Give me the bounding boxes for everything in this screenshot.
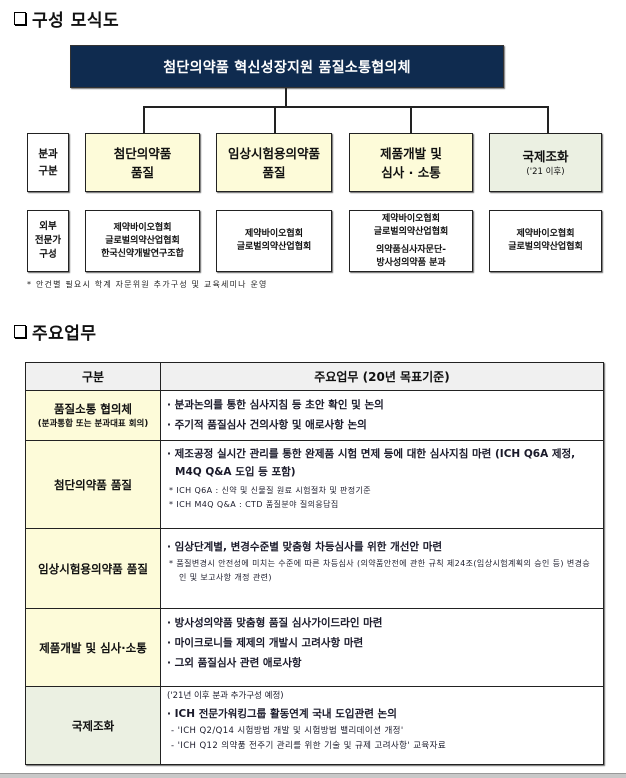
row-category: 임상시험용의약품 품질 [25, 528, 161, 609]
category-product-dev: 제품개발 및 심사 · 소통 [349, 133, 473, 192]
task-item: · 마이크로니들 제제의 개발시 고려사항 마련 [167, 637, 364, 649]
row-category: 국제조화 [25, 686, 161, 765]
table-row: 제품개발 및 심사·소통 · 방사성의약품 맞춤형 품질 심사가이드라인 마련 … [25, 608, 604, 687]
task-item: · 주기적 품질심사 건의사항 및 애로사항 논의 [167, 419, 367, 431]
category-text: 제품개발 및 심사·소통 [39, 640, 147, 655]
org-line: 글로벌의약산업협회 [373, 226, 449, 237]
connector-drop-4 [547, 106, 549, 133]
category-advanced-pharma: 첨단의약품 품질 [85, 133, 200, 192]
task-footnote: * ICH Q6A : 신약 및 신물질 원료 시험절차 및 판정기준 [169, 486, 372, 495]
category-clinical-trial: 임상시험용의약품 품질 [216, 133, 332, 192]
org-line: 제약바이오협회 [382, 213, 440, 224]
category-text: 국제조화 [71, 718, 115, 733]
row-tasks: · 분과논의를 통한 심사지침 등 초안 확인 및 논의 · 주기적 품질심사 … [160, 390, 604, 441]
row-tasks: · 제조공정 실시간 관리를 통한 완제품 시험 면제 등에 대한 심사지침 마… [160, 440, 604, 529]
section-title-text: 주요업무 [32, 324, 97, 344]
connector-drop-1 [143, 106, 145, 133]
task-item: · 임상단계별, 변경수준별 맞춤형 차등심사를 위한 개선안 마련 [167, 541, 443, 553]
section-title-structure: 구성 모식도 [14, 6, 119, 31]
org-line: 글로벌의약산업협회 [236, 242, 312, 252]
table-row: 품질소통 협의체 (분과통합 또는 분과대표 회의) · 분과논의를 통한 심사… [25, 390, 604, 441]
row-category: 제품개발 및 심사·소통 [25, 608, 161, 687]
header-tasks: 주요업무 (20년 목표기준) [160, 362, 604, 391]
org-box-3: 제약바이오협회 글로벌의약산업협회 의약품심사자문단- 방사성의약품 분과 [349, 210, 473, 272]
label-line: 구성 [39, 249, 57, 260]
table-row: 첨단의약품 품질 · 제조공정 실시간 관리를 통한 완제품 시험 면제 등에 … [25, 440, 604, 529]
category-line: 심사 · 소통 [381, 164, 441, 180]
row-tasks: ('21년 이후 분과 추가구성 예정) · ICH 전문가워킹그룹 활동연계 … [160, 686, 604, 765]
checkbox-square-icon [14, 325, 26, 338]
section-title-tasks: 주요업무 [14, 319, 97, 344]
task-subitem: - 'ICH Q2/Q14 시험방법 개발 및 시험방법 밸리데이션 개정' [171, 726, 404, 736]
row-category: 첨단의약품 품질 [25, 440, 161, 529]
category-line: 품질 [262, 164, 286, 180]
category-text: 첨단의약품 품질 [53, 477, 133, 492]
org-line: 제약바이오협회 [516, 229, 575, 239]
org-line: 글로벌의약산업협회 [508, 242, 583, 252]
task-prenote: ('21년 이후 분과 추가구성 예정) [167, 691, 284, 701]
council-title: 첨단의약품 혁신성장지원 품질소통협의체 [163, 59, 411, 76]
org-box-4: 제약바이오협회 글로벌의약산업협회 [489, 210, 602, 272]
tasks-table: 구분 주요업무 (20년 목표기준) 품질소통 협의체 (분과통합 또는 분과대… [25, 362, 604, 765]
org-line: 글로벌의약산업협회 [105, 235, 180, 246]
task-footnote: * ICH M4Q Q&A : CTD 품질분야 질의응답집 [169, 500, 339, 509]
table-row: 국제조화 ('21년 이후 분과 추가구성 예정) · ICH 전문가워킹그룹 … [25, 686, 604, 765]
table-row: 임상시험용의약품 품질 · 임상단계별, 변경수준별 맞춤형 차등심사를 위한 … [25, 528, 604, 609]
section-title-text: 구성 모식도 [32, 11, 120, 31]
connector-horizontal [143, 106, 548, 108]
structure-footnote: * 안건별 필요시 학계 자문위원 추가구성 및 교육세미나 운영 [27, 280, 268, 289]
category-text: 품질소통 협의체 [53, 401, 133, 416]
task-subitem: - 'ICH Q12 의약품 전주기 관리를 위한 기술 및 규제 고려사항' … [171, 741, 447, 751]
org-line: 제약바이오협회 [245, 229, 303, 239]
category-line: 품질 [130, 164, 154, 180]
category-line: 임상시험용의약품 [227, 145, 320, 161]
org-box-1: 제약바이오협회 글로벌의약산업협회 한국신약개발연구조합 [85, 210, 200, 272]
category-text: 임상시험용의약품 품질 [38, 561, 148, 576]
org-line: 제약바이오협회 [113, 222, 172, 233]
category-subtext: (분과통합 또는 분과대표 회의) [37, 418, 149, 429]
task-footnote: * 품질변경시 안전성에 미치는 수준에 따른 차등심사 (의약품안전에 관한 … [169, 559, 591, 582]
task-item: · 제조공정 실시간 관리를 통한 완제품 시험 면제 등에 대한 심사지침 마… [167, 448, 576, 478]
category-international: 국제조화 ('21 이후) [489, 133, 602, 192]
org-box-2: 제약바이오협회 글로벌의약산업협회 [216, 210, 332, 272]
row-tasks: · 임상단계별, 변경수준별 맞춤형 차등심사를 위한 개선안 마련 * 품질변… [160, 528, 604, 609]
header-category: 구분 [25, 362, 161, 391]
category-label-box: 분과 구분 [27, 133, 69, 192]
category-sub: ('21 이후) [526, 167, 565, 177]
org-line: 한국신약개발연구조합 [101, 248, 184, 259]
task-item: · 분과논의를 통한 심사지침 등 초안 확인 및 논의 [167, 399, 384, 411]
category-line: 첨단의약품 [113, 145, 172, 161]
task-item: · 그외 품질심사 관련 애로사항 [167, 657, 302, 669]
label-line: 전문가 [34, 235, 62, 246]
row-category: 품질소통 협의체 (분과통합 또는 분과대표 회의) [25, 390, 161, 441]
page-bottom-divider [0, 773, 626, 778]
label-line: 외부 [39, 221, 57, 232]
label-line: 구분 [38, 164, 58, 177]
connector-drop-3 [410, 106, 412, 133]
table-header-row: 구분 주요업무 (20년 목표기준) [25, 362, 604, 391]
org-label-box: 외부 전문가 구성 [27, 210, 69, 272]
category-line: 국제조화 [522, 149, 569, 164]
row-tasks: · 방사성의약품 맞춤형 품질 심사가이드라인 마련 · 마이크로니들 제제의 … [160, 608, 604, 687]
org-line: 방사성의약품 분과 [376, 257, 446, 268]
task-item: · 방사성의약품 맞춤형 품질 심사가이드라인 마련 [167, 617, 383, 629]
category-line: 제품개발 및 [380, 145, 442, 161]
connector-vertical-main [285, 88, 287, 106]
council-header-box: 첨단의약품 혁신성장지원 품질소통협의체 [70, 45, 504, 88]
org-line: 의약품심사자문단- [376, 244, 446, 255]
label-line: 분과 [38, 147, 58, 160]
connector-drop-2 [274, 106, 276, 133]
checkbox-square-icon [14, 12, 26, 25]
task-item: · ICH 전문가워킹그룹 활동연계 국내 도입관련 논의 [167, 708, 397, 720]
